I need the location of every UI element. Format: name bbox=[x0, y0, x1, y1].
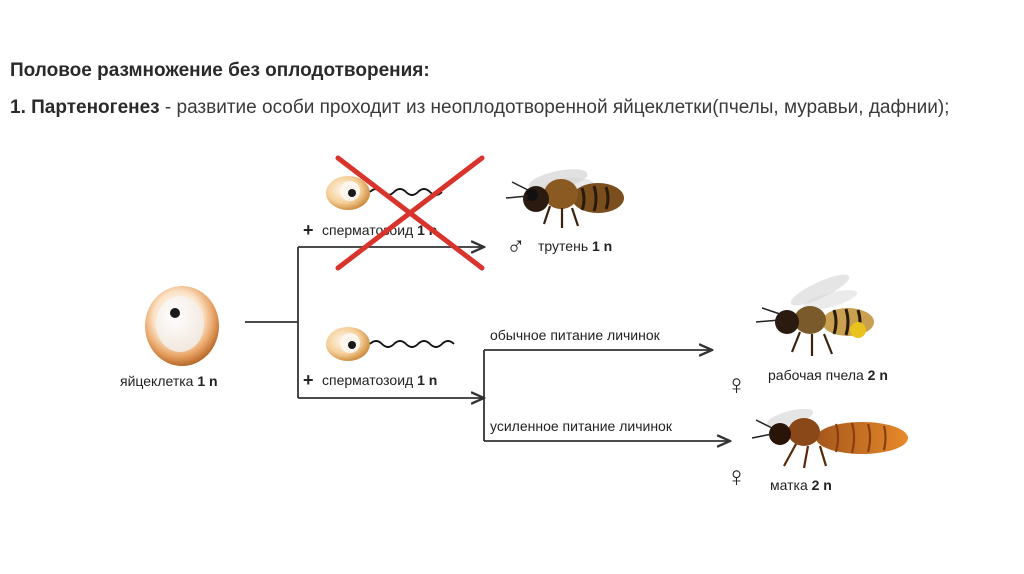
plus-sign-top: + bbox=[303, 220, 314, 240]
enhanced-feeding-label: усиленное питание личинок bbox=[490, 418, 673, 434]
page-heading: Половое размножение без оплодотворения: bbox=[10, 60, 430, 81]
sperm-bottom bbox=[326, 327, 455, 361]
connector-lines bbox=[245, 247, 730, 441]
sperm-top bbox=[326, 176, 443, 210]
queen-bee-illustration bbox=[751, 408, 908, 469]
parthenogenesis-definition: 1. Партеногенез - развитие особи проходи… bbox=[10, 96, 1015, 120]
drone-bee-illustration bbox=[505, 169, 624, 228]
worker-bee-illustration bbox=[755, 274, 874, 356]
sperm-label-bottom: сперматозоид 1 n bbox=[322, 372, 437, 388]
female-symbol-worker: ♀ bbox=[726, 369, 747, 400]
worker-bee-label: рабочая пчела 2 n bbox=[768, 367, 888, 383]
egg-label: яйцеклетка 1 n bbox=[120, 373, 218, 389]
normal-feeding-label: обычное питание личинок bbox=[490, 327, 661, 343]
parthenogenesis-term: 1. Партеногенез bbox=[10, 97, 160, 118]
egg-nucleus bbox=[170, 308, 180, 318]
female-symbol-queen: ♀ bbox=[726, 461, 747, 492]
egg-cytoplasm bbox=[156, 296, 204, 352]
drone-label: трутень 1 n bbox=[538, 238, 612, 254]
egg-cell bbox=[145, 286, 219, 366]
male-symbol: ♂ bbox=[506, 231, 526, 261]
cross-out-mark bbox=[335, 155, 485, 271]
parthenogenesis-text: - развитие особи проходит из неоплодотво… bbox=[159, 97, 950, 118]
queen-bee-label: матка 2 n bbox=[770, 477, 832, 493]
plus-sign-bottom: + bbox=[303, 370, 314, 390]
